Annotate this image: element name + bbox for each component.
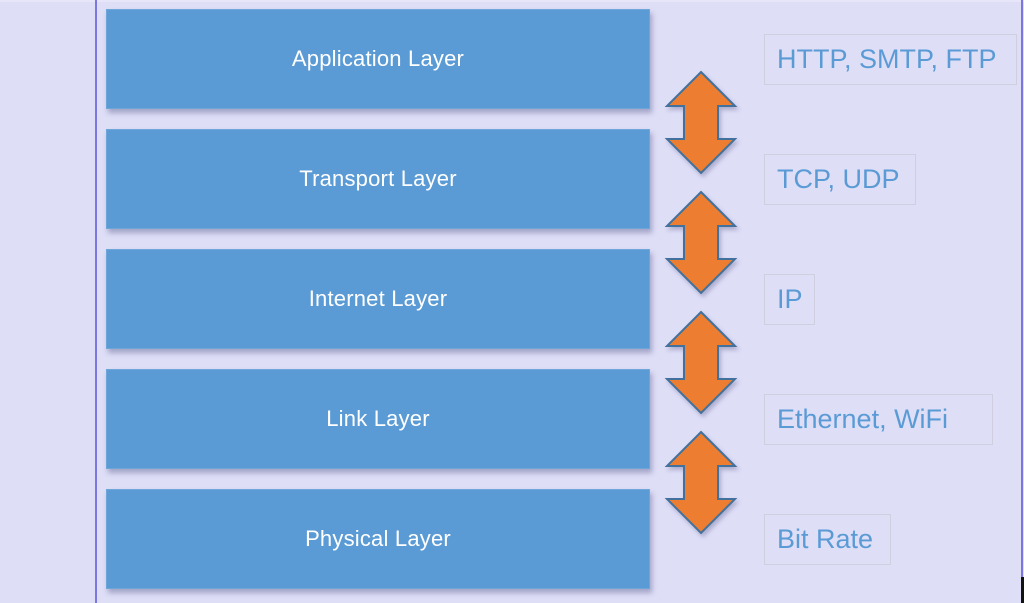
protocol-label-physical: Bit Rate: [764, 514, 891, 565]
left-guide-line: [95, 0, 97, 603]
double-arrow-icon: [664, 310, 738, 415]
layer-label: Link Layer: [326, 406, 430, 431]
layer-application: Application Layer: [106, 9, 650, 109]
top-edge: [0, 0, 1024, 2]
layer-internet: Internet Layer: [106, 249, 650, 349]
layer-label: Transport Layer: [299, 166, 457, 191]
layer-label: Internet Layer: [308, 286, 448, 311]
layer-link: Link Layer: [106, 369, 650, 469]
double-arrow-icon: [664, 70, 738, 175]
layer-label: Physical Layer: [305, 526, 451, 551]
double-arrow-icon: [664, 190, 738, 295]
protocol-label-application: HTTP, SMTP, FTP: [764, 34, 1017, 85]
layer-physical: Physical Layer: [106, 489, 650, 589]
right-guide-line: [1021, 0, 1023, 577]
double-arrow-icon: [664, 430, 738, 535]
layer-transport: Transport Layer: [106, 129, 650, 229]
corner-edge: [1021, 577, 1024, 603]
protocol-label-link: Ethernet, WiFi: [764, 394, 993, 445]
layer-label: Application Layer: [291, 46, 465, 71]
protocol-label-transport: TCP, UDP: [764, 154, 916, 205]
protocol-label-internet: IP: [764, 274, 815, 325]
